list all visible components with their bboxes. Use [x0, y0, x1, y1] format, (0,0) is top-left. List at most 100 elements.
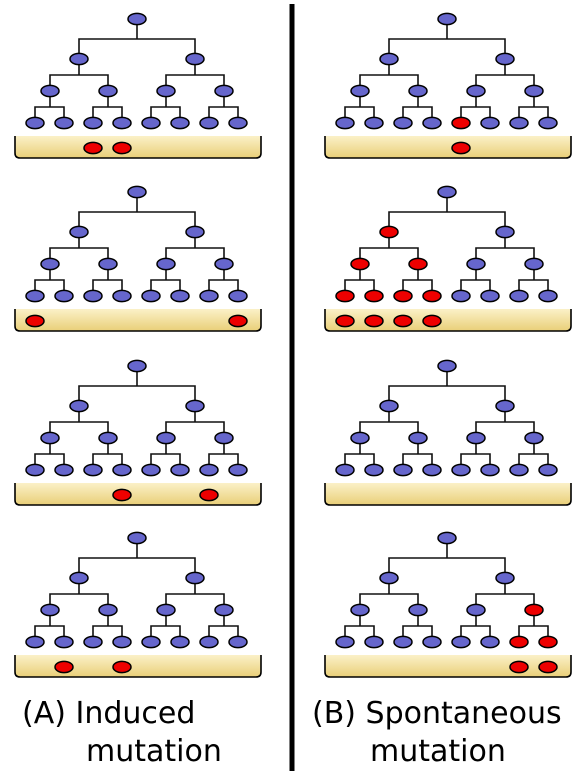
mutant-cell [335, 289, 355, 303]
lineage-connector [34, 615, 65, 637]
right-panel-trees [324, 12, 572, 678]
cell-node [112, 635, 132, 649]
cell-node [480, 116, 500, 130]
lineage-connector [92, 615, 123, 637]
cell-node [141, 635, 161, 649]
cell-node [98, 257, 118, 271]
lineage-connector [165, 411, 225, 433]
cell-node [228, 289, 248, 303]
cell-node [199, 116, 219, 130]
cell-node [112, 116, 132, 130]
mutant-colony [54, 660, 74, 674]
cell-node [54, 463, 74, 477]
cell-node [83, 463, 103, 477]
culture-tray [325, 655, 571, 677]
culture-tray-outline [14, 655, 262, 678]
left-tree-3 [14, 359, 262, 506]
cell-node [538, 289, 558, 303]
culture-tray-outline [14, 483, 262, 506]
mutant-colony [364, 314, 384, 328]
mutant-colony [112, 660, 132, 674]
culture-tray-outline [324, 655, 572, 678]
mutant-colony [199, 488, 219, 502]
cell-node [495, 52, 515, 66]
cell-node [127, 185, 147, 199]
cell-node [25, 289, 45, 303]
caption-a-title-line1: Induced [75, 696, 196, 731]
culture-tray-outline [324, 483, 572, 506]
culture-tray [15, 309, 261, 331]
lineage-connector [92, 443, 123, 465]
culture-tray-outline [14, 136, 262, 159]
lineage-connector [460, 269, 491, 291]
cell-node [69, 52, 89, 66]
cell-node [69, 571, 89, 585]
mutant-cell [393, 289, 413, 303]
lineage-connector [402, 269, 433, 291]
lineage-connector [359, 64, 419, 86]
lineage-connector [475, 237, 535, 259]
lineage-connector [402, 615, 433, 637]
cell-node [393, 463, 413, 477]
cell-node [364, 463, 384, 477]
cell-node [141, 463, 161, 477]
cell-node [466, 257, 486, 271]
cell-node [350, 603, 370, 617]
cell-node [214, 603, 234, 617]
cell-node [451, 463, 471, 477]
cell-node [480, 289, 500, 303]
lineage-connector [208, 443, 239, 465]
cell-node [185, 399, 205, 413]
lineage-connector [34, 443, 65, 465]
mutant-cell [350, 257, 370, 271]
cell-node [509, 463, 529, 477]
cell-node [40, 84, 60, 98]
lineage-connector [359, 583, 419, 605]
culture-tray [15, 483, 261, 505]
cell-node [127, 12, 147, 26]
cell-node [69, 225, 89, 239]
lineage-connector [78, 543, 196, 573]
cell-node [156, 603, 176, 617]
cell-node [25, 116, 45, 130]
lineage-connector [359, 237, 419, 259]
cell-node [25, 463, 45, 477]
cell-node [127, 359, 147, 373]
mutant-cell [364, 289, 384, 303]
mutant-cell [509, 635, 529, 649]
cell-node [393, 116, 413, 130]
mutant-cell [524, 603, 544, 617]
cell-node [335, 116, 355, 130]
cell-node [83, 116, 103, 130]
lineage-connector [165, 64, 225, 86]
caption-b-label: (B) [312, 696, 356, 731]
cell-node [364, 116, 384, 130]
mutant-cell [422, 289, 442, 303]
cell-node [364, 635, 384, 649]
cell-node [495, 571, 515, 585]
cell-node [199, 463, 219, 477]
cell-node [69, 399, 89, 413]
culture-tray [325, 136, 571, 158]
lineage-connector [150, 443, 181, 465]
right-tree-4 [324, 531, 572, 678]
left-tree-4 [14, 531, 262, 678]
cell-node [350, 84, 370, 98]
cell-node [408, 603, 428, 617]
mutant-colony [25, 314, 45, 328]
cell-node [437, 359, 457, 373]
cell-node [40, 431, 60, 445]
mutant-colony [451, 141, 471, 155]
lineage-connector [165, 583, 225, 605]
mutant-colony [112, 488, 132, 502]
lineage-connector [208, 269, 239, 291]
lineage-connector [388, 197, 506, 227]
lineage-connector [460, 443, 491, 465]
culture-tray [325, 483, 571, 505]
caption-b-title-line1: Spontaneous [365, 696, 562, 731]
cell-node [156, 257, 176, 271]
cell-node [40, 603, 60, 617]
mutant-cell [408, 257, 428, 271]
culture-tray-outline [324, 136, 572, 159]
culture-tray [15, 655, 261, 677]
